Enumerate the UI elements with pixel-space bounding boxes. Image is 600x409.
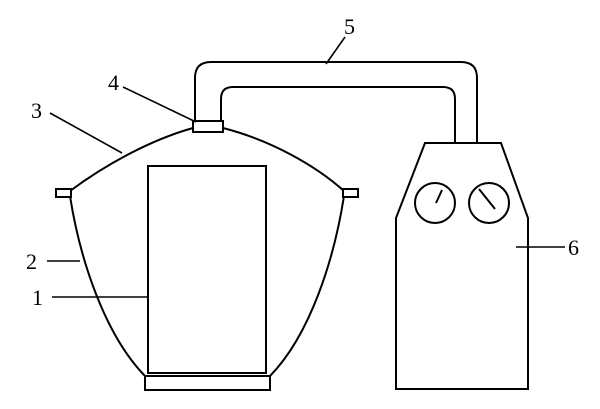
vessel-body: [69, 195, 345, 377]
outlet-port: [192, 120, 224, 133]
callout-3: 3: [31, 98, 42, 123]
gauge-left-needle: [435, 189, 443, 204]
callout-6: 6: [568, 235, 579, 260]
callout-2: 2: [26, 249, 37, 274]
inner-cylinder: [147, 165, 267, 374]
pressure-gauge-icon: [414, 182, 456, 224]
flange-right: [342, 188, 359, 198]
flange-left: [55, 188, 72, 198]
control-cabinet: [395, 142, 529, 390]
callout-1: 1: [32, 285, 43, 310]
vessel-right-wall: [269, 195, 345, 377]
callout-labels: 1 2 3 4 5 6: [26, 14, 579, 310]
leader-lines: [47, 36, 565, 298]
lid-dome-right: [222, 127, 345, 192]
vessel-base: [144, 372, 271, 391]
leader-line-4: [122, 86, 197, 123]
gauge-left: [414, 182, 456, 224]
leader-line-5: [325, 36, 346, 65]
gauge-right: [468, 182, 510, 224]
cabinet-body: [395, 142, 529, 390]
callout-5: 5: [344, 14, 355, 39]
lid-dome-left: [69, 127, 194, 192]
base-plate: [144, 375, 271, 391]
connecting-pipe: [194, 61, 478, 143]
vessel-lid: [55, 127, 359, 198]
gauge-right-needle: [478, 188, 496, 210]
pipe-inner-edge: [220, 86, 456, 143]
vessel-left-wall: [69, 195, 146, 377]
pipe-outer-edge: [194, 61, 478, 143]
callout-4: 4: [108, 70, 119, 95]
leader-line-3: [49, 112, 123, 154]
pressure-gauge-icon: [468, 182, 510, 224]
